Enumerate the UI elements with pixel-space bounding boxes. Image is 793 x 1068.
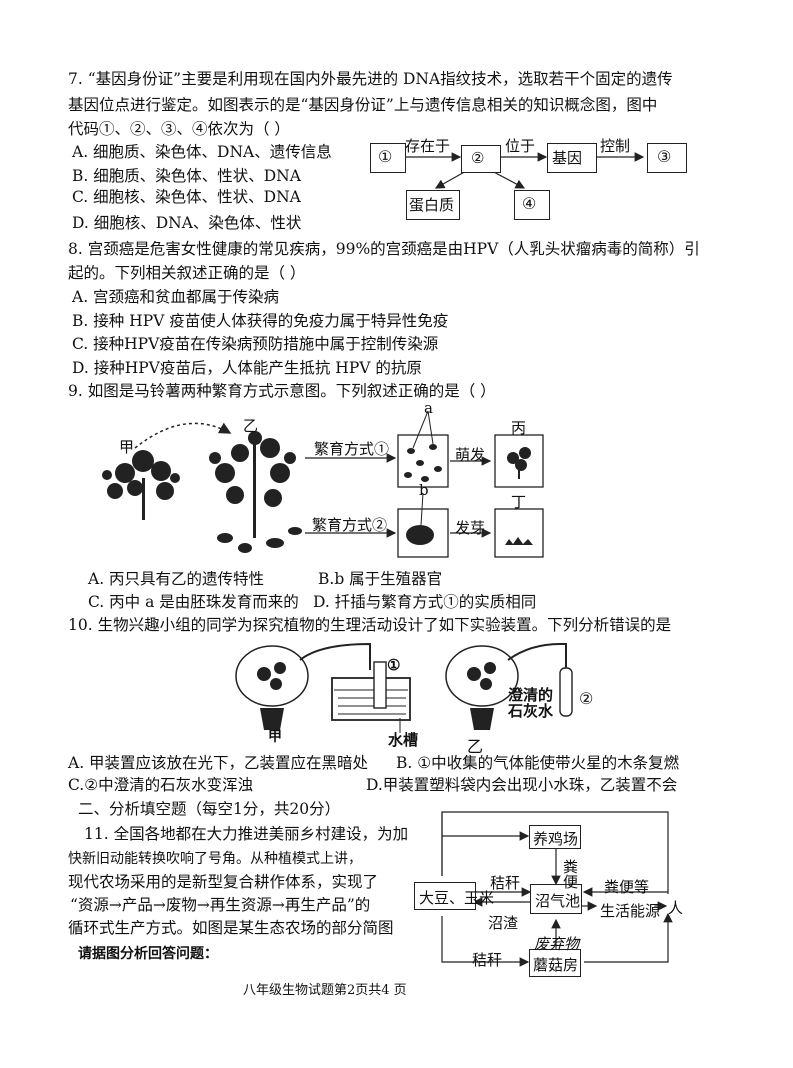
q10-pot-jia xyxy=(260,708,284,730)
q11-line1: 11. 全国各地都在大力推进美丽乡村建设，为加 xyxy=(84,825,409,843)
q7-edge-locate: 位于 xyxy=(505,137,536,155)
q9-label-jia: 甲 xyxy=(119,438,135,456)
q9-potato-diagram xyxy=(102,410,544,558)
q7-edge-control: 控制 xyxy=(600,137,631,155)
seedling-icon xyxy=(507,447,531,479)
arrow-2-protein xyxy=(434,169,469,189)
q9-label-ding: 丁 xyxy=(511,493,527,511)
potato-tuber-icon xyxy=(406,525,434,545)
q11-label-manure: 粪便等 xyxy=(604,878,650,896)
q9-label-way1: 繁育方式① xyxy=(314,440,390,458)
q10-collection-tube xyxy=(373,661,387,709)
q9-dotted-arrow xyxy=(134,422,232,449)
q10-option-a: A. 甲装置应该放在光下，乙装置应在黑暗处 xyxy=(68,754,369,772)
plant-jia-icon xyxy=(102,450,180,520)
q10-bag-yi xyxy=(445,645,519,707)
q9-option-b: B.b 属于生殖器官 xyxy=(318,570,443,588)
q9-option-d: D. 扦插与繁育方式①的实质相同 xyxy=(313,593,537,611)
q11-node-chicken: 养鸡场 xyxy=(529,825,581,849)
q7-node-2: ② xyxy=(461,145,501,173)
q7-node-gene: 基因 xyxy=(547,143,597,173)
q11-node-crops: 大豆、玉米 xyxy=(414,882,494,910)
q7-option-b: B. 细胞质、染色体、性状、DNA xyxy=(72,167,301,185)
q10-label-jia: 甲 xyxy=(268,729,282,745)
section-two-heading: 二、分析填空题（每空1分，共20分） xyxy=(78,800,341,818)
q10-label-lime2: 石灰水 xyxy=(508,702,554,720)
q8-option-b: B. 接种 HPV 疫苗使人体获得的免疫力属于特异性免疫 xyxy=(72,312,449,330)
q8-option-c: C. 接种HPV疫苗在传染病预防措施中属于控制传染源 xyxy=(72,335,439,353)
q10-label-yi: 乙 xyxy=(467,737,484,756)
q11-node-biogas: 沼气池 xyxy=(530,884,582,914)
q11-prompt: 请据图分析回答问题： xyxy=(78,946,218,962)
q10-label-tank: 水槽 xyxy=(388,731,419,749)
q7-node-3: ③ xyxy=(647,143,687,173)
q9-label-yi: 乙 xyxy=(243,417,259,435)
page-footer: 八年级生物试题第2页共4 页 xyxy=(243,983,407,998)
q11-farm-diagram xyxy=(441,811,673,967)
q8-option-a: A. 宫颈癌和贫血都属于传染病 xyxy=(72,288,280,306)
q11-label-dirt: 沼渣 xyxy=(488,914,519,932)
q11-line3: 现代农场采用的是新型复合耕作体系，实现了 xyxy=(68,873,379,891)
q10-label-one: ① xyxy=(387,656,401,674)
q9-label-faya: 发芽 xyxy=(455,519,486,537)
q7-node-1: ① xyxy=(370,143,406,173)
q10-line1: 10. 生物兴趣小组的同学为探究植物的生理活动设计了如下实验装置。下列分析错误的… xyxy=(68,616,672,634)
q11-label-dung: 粪便 xyxy=(561,859,579,889)
q9-label-a: a xyxy=(424,399,433,417)
q9-label-mengfa: 萌发 xyxy=(455,446,486,464)
q7-line1: 7. “基因身份证”主要是利用现在国内外最先进的 DNA指纹技术，选取若干个固定… xyxy=(68,70,673,88)
q8-line1: 8. 宫颈癌是危害女性健康的常见疾病，99%的宫颈癌是由HPV（人乳头状瘤病毒的… xyxy=(68,240,700,258)
q7-concept-diagram xyxy=(405,152,645,189)
q11-node-mushroom: 蘑菇房 xyxy=(529,949,581,977)
q7-line3: 代码①、②、③、④依次为（ ） xyxy=(68,120,290,138)
q10-apparatus-diagram xyxy=(235,642,573,733)
q10-option-c: C.②中澄清的石灰水变浑浊 xyxy=(68,776,254,794)
q10-bag-jia xyxy=(235,645,309,707)
q11-label-straw2: 秸秆 xyxy=(472,951,503,969)
sprout-icon xyxy=(505,537,533,545)
q7-option-d: D. 细胞核、DNA、染色体、性状 xyxy=(72,214,302,232)
q11-line5: 循环式生产方式。如图是某生态农场的部分简图 xyxy=(68,919,394,937)
q11-label-straw1: 秸秆 xyxy=(490,874,521,892)
seeds-icon xyxy=(404,444,442,482)
q10-label-lime1: 澄清的 xyxy=(508,686,554,704)
q9-option-a: A. 丙只具有乙的遗传特性 xyxy=(88,570,265,588)
q7-line2: 基因位点进行鉴定。如图表示的是“基因身份证”上与遗传信息相关的知识概念图，图中 xyxy=(68,96,658,114)
q9-label-b: b xyxy=(419,481,429,499)
q7-option-c: C. 细胞核、染色体、性状、DNA xyxy=(72,188,301,206)
q11-label-waste: 废弃物 xyxy=(534,935,580,953)
q10-pot-yi xyxy=(470,708,494,730)
q11-line2: 快新旧动能转换吹响了号角。从种植模式上讲， xyxy=(68,851,362,867)
q10-option-d: D.甲装置塑料袋内会出现小水珠，乙装置不会 xyxy=(366,776,678,794)
q10-option-b: B. ①中收集的气体能使带火星的木条复燃 xyxy=(396,754,680,772)
q9-label-bing: 丙 xyxy=(511,419,527,437)
plant-yi-icon xyxy=(209,431,302,553)
q8-line2: 起的。下列相关叙述正确的是（ ） xyxy=(68,264,306,282)
q7-edge-exist: 存在于 xyxy=(405,137,451,155)
q7-node-4: ④ xyxy=(514,190,550,220)
q9-option-c: C. 丙中 a 是由胚珠发育而来的 xyxy=(88,593,299,611)
q9-ding-box xyxy=(494,508,544,558)
arrow-2-4 xyxy=(489,169,526,189)
q7-option-a: A. 细胞质、染色体、DNA、遗传信息 xyxy=(72,143,332,161)
q10-water-tank xyxy=(331,677,411,721)
q9-line1: 9. 如图是马铃薯两种繁育方式示意图。下列叙述正确的是（ ） xyxy=(68,382,496,400)
q10-label-two: ② xyxy=(579,689,594,708)
q10-limewater-tube xyxy=(559,667,573,717)
q11-line4: “资源→产品→废物→再生资源→再生产品”的 xyxy=(70,896,371,914)
q8-option-d: D. 接种HPV疫苗后，人体能产生抵抗 HPV 的抗原 xyxy=(72,359,422,377)
q11-label-energy: 生活能源 xyxy=(600,902,661,920)
q11-label-person: 人 xyxy=(668,899,684,917)
q9-label-way2: 繁育方式② xyxy=(312,516,388,534)
q7-node-protein: 蛋白质 xyxy=(406,190,460,220)
